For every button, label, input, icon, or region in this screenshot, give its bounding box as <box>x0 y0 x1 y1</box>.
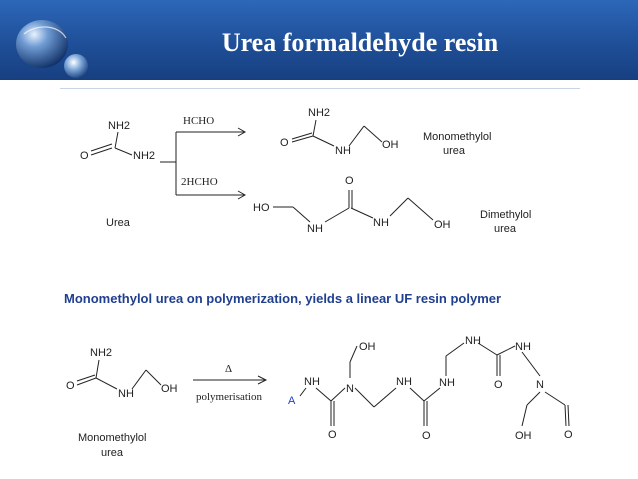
reactant2-name-line1: Monomethylol <box>78 432 146 444</box>
product1-o-label: O <box>280 137 289 149</box>
reactant2-nh2-label: NH2 <box>90 347 112 359</box>
slide-header: Urea formaldehyde resin <box>0 0 638 80</box>
product2-name-line2: urea <box>494 223 517 235</box>
polymer-o2-label: O <box>422 430 431 442</box>
urea-name-label: Urea <box>106 217 131 229</box>
delta-label: Δ <box>225 363 232 375</box>
polymer-n1-label: N <box>346 383 354 395</box>
product2-nh-right-label: NH <box>373 217 389 229</box>
reactant2-name-line2: urea <box>101 447 124 459</box>
polymer-o1-label: O <box>328 429 337 441</box>
slide-subtitle: Monomethylol urea on polymerization, yie… <box>64 291 502 306</box>
polymer-a-label: A <box>288 395 296 407</box>
uf-resin-polymer: A NH N OH O NH O NH NH NH O N OH O <box>288 335 573 442</box>
polymer-nh4-label: NH <box>465 335 481 347</box>
monomethylol-urea-product: NH2 O NH OH Monomethylol urea <box>280 107 491 157</box>
polymer-nh1-label: NH <box>304 376 320 388</box>
product1-name-line1: Monomethylol <box>423 131 491 143</box>
polymerisation-label: polymerisation <box>196 391 262 403</box>
polymer-nh2-label: NH <box>396 376 412 388</box>
polymer-oh2-label: OH <box>515 430 532 442</box>
product1-nh-label: NH <box>335 145 351 157</box>
product2-oh-label: OH <box>434 219 451 231</box>
polymer-nh5-label: NH <box>515 341 531 353</box>
product1-name-line2: urea <box>443 145 466 157</box>
reaction-diagrams: NH2 O NH2 Urea HCHO 2HCHO NH2 O NH OH Mo… <box>66 107 573 459</box>
monomethylol-urea-reactant: NH2 O NH OH Monomethylol urea <box>66 347 178 459</box>
dimethylol-urea-product: HO NH O NH OH Dimethylol urea <box>253 175 531 235</box>
sphere-logo-icon <box>16 20 88 78</box>
reactant2-o-label: O <box>66 380 75 392</box>
polymerisation-arrow: Δ polymerisation <box>193 363 268 403</box>
polymer-o3-label: O <box>494 379 503 391</box>
polymer-n2-label: N <box>536 379 544 391</box>
urea-molecule: NH2 O NH2 Urea <box>80 120 155 229</box>
reactant2-nh-label: NH <box>118 388 134 400</box>
product1-nh2-label: NH2 <box>308 107 330 119</box>
reagent-2hcho-label: 2HCHO <box>181 176 218 188</box>
reagent-hcho-label: HCHO <box>183 115 214 127</box>
polymer-o4-label: O <box>564 429 573 441</box>
slide-title: Urea formaldehyde resin <box>221 28 499 57</box>
product1-oh-label: OH <box>382 139 399 151</box>
polymer-nh3-label: NH <box>439 377 455 389</box>
urea-nh2-top-label: NH2 <box>108 120 130 132</box>
reactant2-oh-label: OH <box>161 383 178 395</box>
product2-ho-label: HO <box>253 202 270 214</box>
product2-nh-left-label: NH <box>307 223 323 235</box>
polymer-oh1-label: OH <box>359 341 376 353</box>
product2-name-line1: Dimethylol <box>480 209 531 221</box>
header-divider <box>60 88 580 89</box>
product2-o-label: O <box>345 175 354 187</box>
reaction1-arrows: HCHO 2HCHO <box>160 115 247 200</box>
urea-o-label: O <box>80 150 89 162</box>
urea-nh2-bottom-label: NH2 <box>133 150 155 162</box>
